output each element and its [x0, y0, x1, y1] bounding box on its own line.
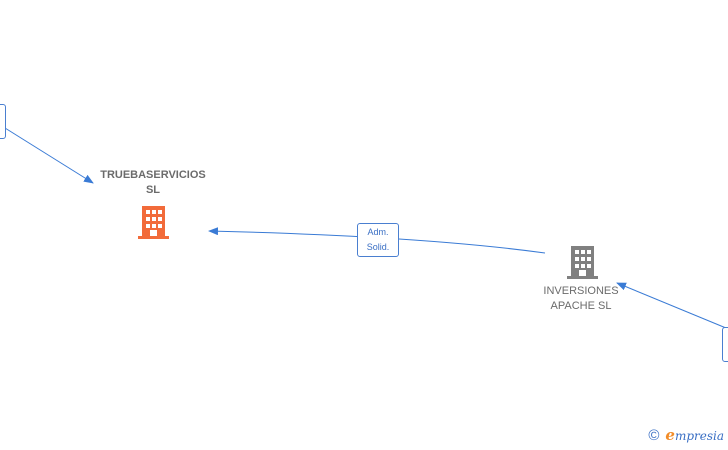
node-truebaservicios-name: TRUEBASERVICIOS: [100, 169, 206, 181]
edge-label-adm-solid[interactable]: Adm. Solid.: [357, 223, 399, 257]
node-inversiones-name: INVERSIONES: [543, 285, 619, 297]
building-icon[interactable]: [566, 245, 599, 280]
offscreen-node-box-right[interactable]: [722, 327, 728, 362]
edge-label-line2: Solid.: [366, 242, 390, 252]
edge-topleft-to-truebaservicios: [4, 127, 94, 184]
edge-label-line1: Adm.: [367, 227, 389, 237]
copyright-icon: ©: [648, 426, 660, 444]
brand-initial: e: [665, 426, 675, 444]
node-inversiones-label[interactable]: INVERSIONES APACHE SL: [526, 284, 636, 314]
building-icon[interactable]: [137, 205, 170, 240]
node-truebaservicios-suffix: SL: [145, 184, 161, 196]
brand-logo: empresia: [665, 426, 724, 444]
node-truebaservicios-label[interactable]: TRUEBASERVICIOS SL: [88, 168, 218, 198]
brand-watermark: © empresia: [648, 426, 724, 444]
brand-name-rest: mpresia: [674, 429, 724, 443]
edge-bottomright-to-inversiones: [616, 282, 727, 329]
offscreen-node-box-left[interactable]: [0, 104, 6, 139]
node-inversiones-suffix: APACHE SL: [550, 300, 612, 312]
